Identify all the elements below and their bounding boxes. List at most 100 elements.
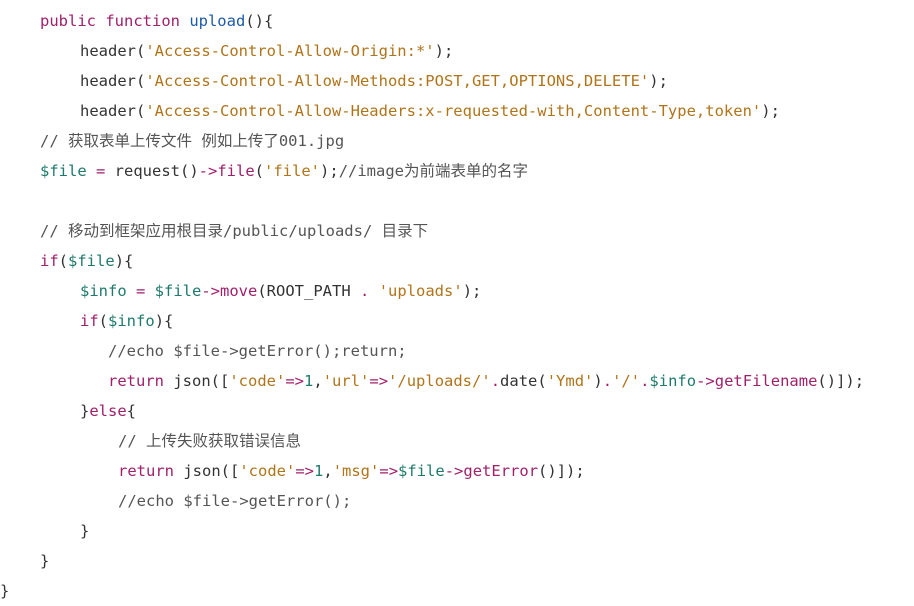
code-token: ); <box>649 72 668 90</box>
code-token: //image为前端表单的名字 <box>338 162 529 180</box>
code-line-13: return json(['code'=>1,'url'=>'/uploads/… <box>108 369 864 393</box>
code-token: '/' <box>612 372 641 390</box>
code-token: $file <box>40 162 87 180</box>
code-token: 1 <box>314 462 324 480</box>
code-token: . <box>360 282 370 300</box>
code-line-8: // 移动到框架应用根目录/public/uploads/ 目录下 <box>40 219 428 243</box>
code-token: ()]); <box>538 462 585 480</box>
code-token: } <box>80 522 90 540</box>
code-token: return <box>108 372 164 390</box>
code-line-16: return json(['code'=>1,'msg'=>$file->get… <box>118 459 585 483</box>
code-token: '/uploads/' <box>388 372 491 390</box>
code-line-11: if($info){ <box>80 309 173 333</box>
code-token: if <box>40 252 59 270</box>
code-line-5: // 获取表单上传文件 例如上传了001.jpg <box>40 129 344 153</box>
code-token: header( <box>80 72 146 90</box>
code-token: 'uploads' <box>378 282 463 300</box>
code-token: ( <box>98 312 109 330</box>
code-token: // 上传失败获取错误信息 <box>118 432 301 450</box>
code-token: header( <box>80 42 146 60</box>
code-token: , <box>313 372 323 390</box>
code-token: } <box>40 552 50 570</box>
code-token: ) <box>593 372 603 390</box>
code-token: 'Access-Control-Allow-Headers:x-requeste… <box>145 102 762 120</box>
code-token: json([ <box>164 372 230 390</box>
code-token: ()]); <box>817 372 865 390</box>
code-token: // 移动到框架应用根目录/public/uploads/ 目录下 <box>40 222 429 240</box>
code-token: if <box>80 312 99 330</box>
code-token: $file <box>398 462 445 480</box>
code-line-18: } <box>80 519 89 543</box>
code-token: move <box>220 282 258 300</box>
code-token: $info <box>108 312 155 330</box>
code-token: => <box>369 372 389 390</box>
code-token: -> <box>198 162 218 180</box>
code-token: $info <box>649 372 697 390</box>
code-token: 'code' <box>229 372 286 390</box>
code-token: 1 <box>304 372 314 390</box>
code-token: request() <box>114 162 199 180</box>
code-token: . <box>640 372 650 390</box>
code-token: -> <box>696 372 715 390</box>
code-token: else <box>89 402 127 420</box>
code-token: return <box>118 462 174 480</box>
code-token: } <box>0 582 10 600</box>
code-token: 'msg' <box>332 462 380 480</box>
code-token: $file <box>68 252 115 270</box>
code-token: // 获取表单上传文件 例如上传了001.jpg <box>40 132 345 150</box>
code-line-1: public function upload(){ <box>40 9 273 33</box>
code-token: . <box>602 372 613 390</box>
code-token: json([ <box>174 462 240 480</box>
code-token: getError <box>463 462 539 480</box>
code-token: public function <box>40 12 190 30</box>
code-line-4: header('Access-Control-Allow-Headers:x-r… <box>80 99 780 123</box>
code-token: header( <box>80 102 146 120</box>
code-line-12: //echo $file->getError();return; <box>108 339 407 363</box>
code-token: => <box>295 462 314 480</box>
code-token: //echo $file->getError();return; <box>108 342 407 360</box>
code-line-9: if($file){ <box>40 249 133 273</box>
code-token: ); <box>462 282 482 300</box>
code-token: 'url' <box>322 372 370 390</box>
code-line-17: //echo $file->getError(); <box>118 489 351 513</box>
code-token: = <box>86 162 115 180</box>
code-token: { <box>126 402 137 420</box>
code-line-2: header('Access-Control-Allow-Origin:*'); <box>80 39 453 63</box>
code-token: date( <box>500 372 547 390</box>
code-line-3: header('Access-Control-Allow-Methods:POS… <box>80 69 668 93</box>
code-token: = <box>126 282 155 300</box>
code-line-14: }else{ <box>80 399 136 423</box>
code-token: -> <box>444 462 464 480</box>
code-token: . <box>490 372 501 390</box>
code-token: file <box>217 162 255 180</box>
code-token: -> <box>201 282 221 300</box>
code-token: //echo $file->getError(); <box>118 492 352 510</box>
code-token: => <box>379 462 399 480</box>
code-line-10: $info = $file->move(ROOT_PATH . 'uploads… <box>80 279 481 303</box>
code-token: 'Access-Control-Allow-Origin:*' <box>145 42 435 60</box>
code-token: 'file' <box>264 162 321 180</box>
code-token: $file <box>154 282 202 300</box>
code-token: 'code' <box>239 462 296 480</box>
code-token: , <box>323 462 333 480</box>
code-token: } <box>80 402 90 420</box>
code-token: 'Access-Control-Allow-Methods:POST,GET,O… <box>145 72 650 90</box>
code-token: 'Ymd' <box>546 372 594 390</box>
code-token: ){ <box>114 252 134 270</box>
code-line-19: } <box>40 549 49 573</box>
code-token: ); <box>434 42 454 60</box>
code-token <box>369 282 378 300</box>
code-line-15: // 上传失败获取错误信息 <box>118 429 301 453</box>
code-token: upload <box>189 12 246 30</box>
code-token: ){ <box>154 312 174 330</box>
code-token: => <box>285 372 304 390</box>
code-token: ( <box>254 162 265 180</box>
code-token: ); <box>320 162 339 180</box>
code-token: ( <box>58 252 69 270</box>
code-token: (ROOT_PATH <box>257 282 360 300</box>
code-token: getFilename <box>714 372 818 390</box>
code-token: (){ <box>245 12 274 30</box>
code-line-6: $file = request()->file('file');//image为… <box>40 159 528 183</box>
code-token: $info <box>80 282 127 300</box>
